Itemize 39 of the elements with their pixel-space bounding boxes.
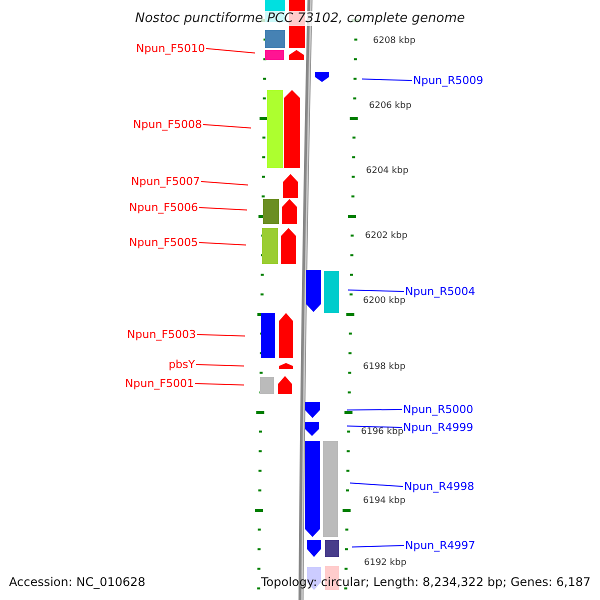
tick-label: 6192 kbp xyxy=(364,559,406,568)
gene-label: Npun_R4997 xyxy=(405,540,476,551)
gene-label: Npun_R5009 xyxy=(413,75,484,86)
gene-label: Npun_F5005 xyxy=(129,237,198,248)
gene-label: Npun_R5000 xyxy=(403,404,474,415)
leader-line xyxy=(196,364,244,366)
tick-label: 6198 kbp xyxy=(363,363,406,372)
leader-line xyxy=(346,409,402,410)
leader-line xyxy=(362,78,412,81)
leader-line xyxy=(202,124,252,128)
tick-label: 6200 kbp xyxy=(363,297,406,306)
leader-line xyxy=(198,207,248,210)
gene-label: Npun_F5010 xyxy=(136,43,205,54)
gene-label: Npun_F5001 xyxy=(125,378,194,389)
gene-label: Npun_F5007 xyxy=(131,176,200,187)
leader-line xyxy=(194,383,244,386)
leader-line xyxy=(348,290,404,292)
leader-line xyxy=(352,545,404,548)
gene-label: Npun_F5008 xyxy=(133,119,202,130)
gene-label: Npun_R4999 xyxy=(403,422,474,433)
gene-label: Npun_R5004 xyxy=(405,286,476,297)
tick-label: 6206 kbp xyxy=(369,102,412,111)
gene-label: pbsY xyxy=(168,359,195,370)
tick-label: 6194 kbp xyxy=(363,497,406,506)
leader-line xyxy=(196,334,246,336)
leader-line xyxy=(198,242,246,246)
tick-label: 6204 kbp xyxy=(366,167,408,176)
gene-label: Npun_R4998 xyxy=(404,481,474,492)
leader-line xyxy=(200,181,248,186)
genome-info-text: Topology: circular; Length: 8,234,322 bp; Genes: 6,187 xyxy=(261,576,591,588)
accession-text: Accession: NC_010628 xyxy=(9,576,146,588)
tick-label: 6202 kbp xyxy=(365,232,408,241)
gene-label: Npun_F5006 xyxy=(129,202,198,213)
tick-label: 6208 kbp xyxy=(373,37,416,46)
tick-label: 6196 kbp xyxy=(361,428,404,437)
leader-line xyxy=(350,482,404,487)
gene-label: Npun_F5003 xyxy=(127,329,196,340)
leader-line xyxy=(346,426,402,428)
leader-line xyxy=(206,48,256,54)
